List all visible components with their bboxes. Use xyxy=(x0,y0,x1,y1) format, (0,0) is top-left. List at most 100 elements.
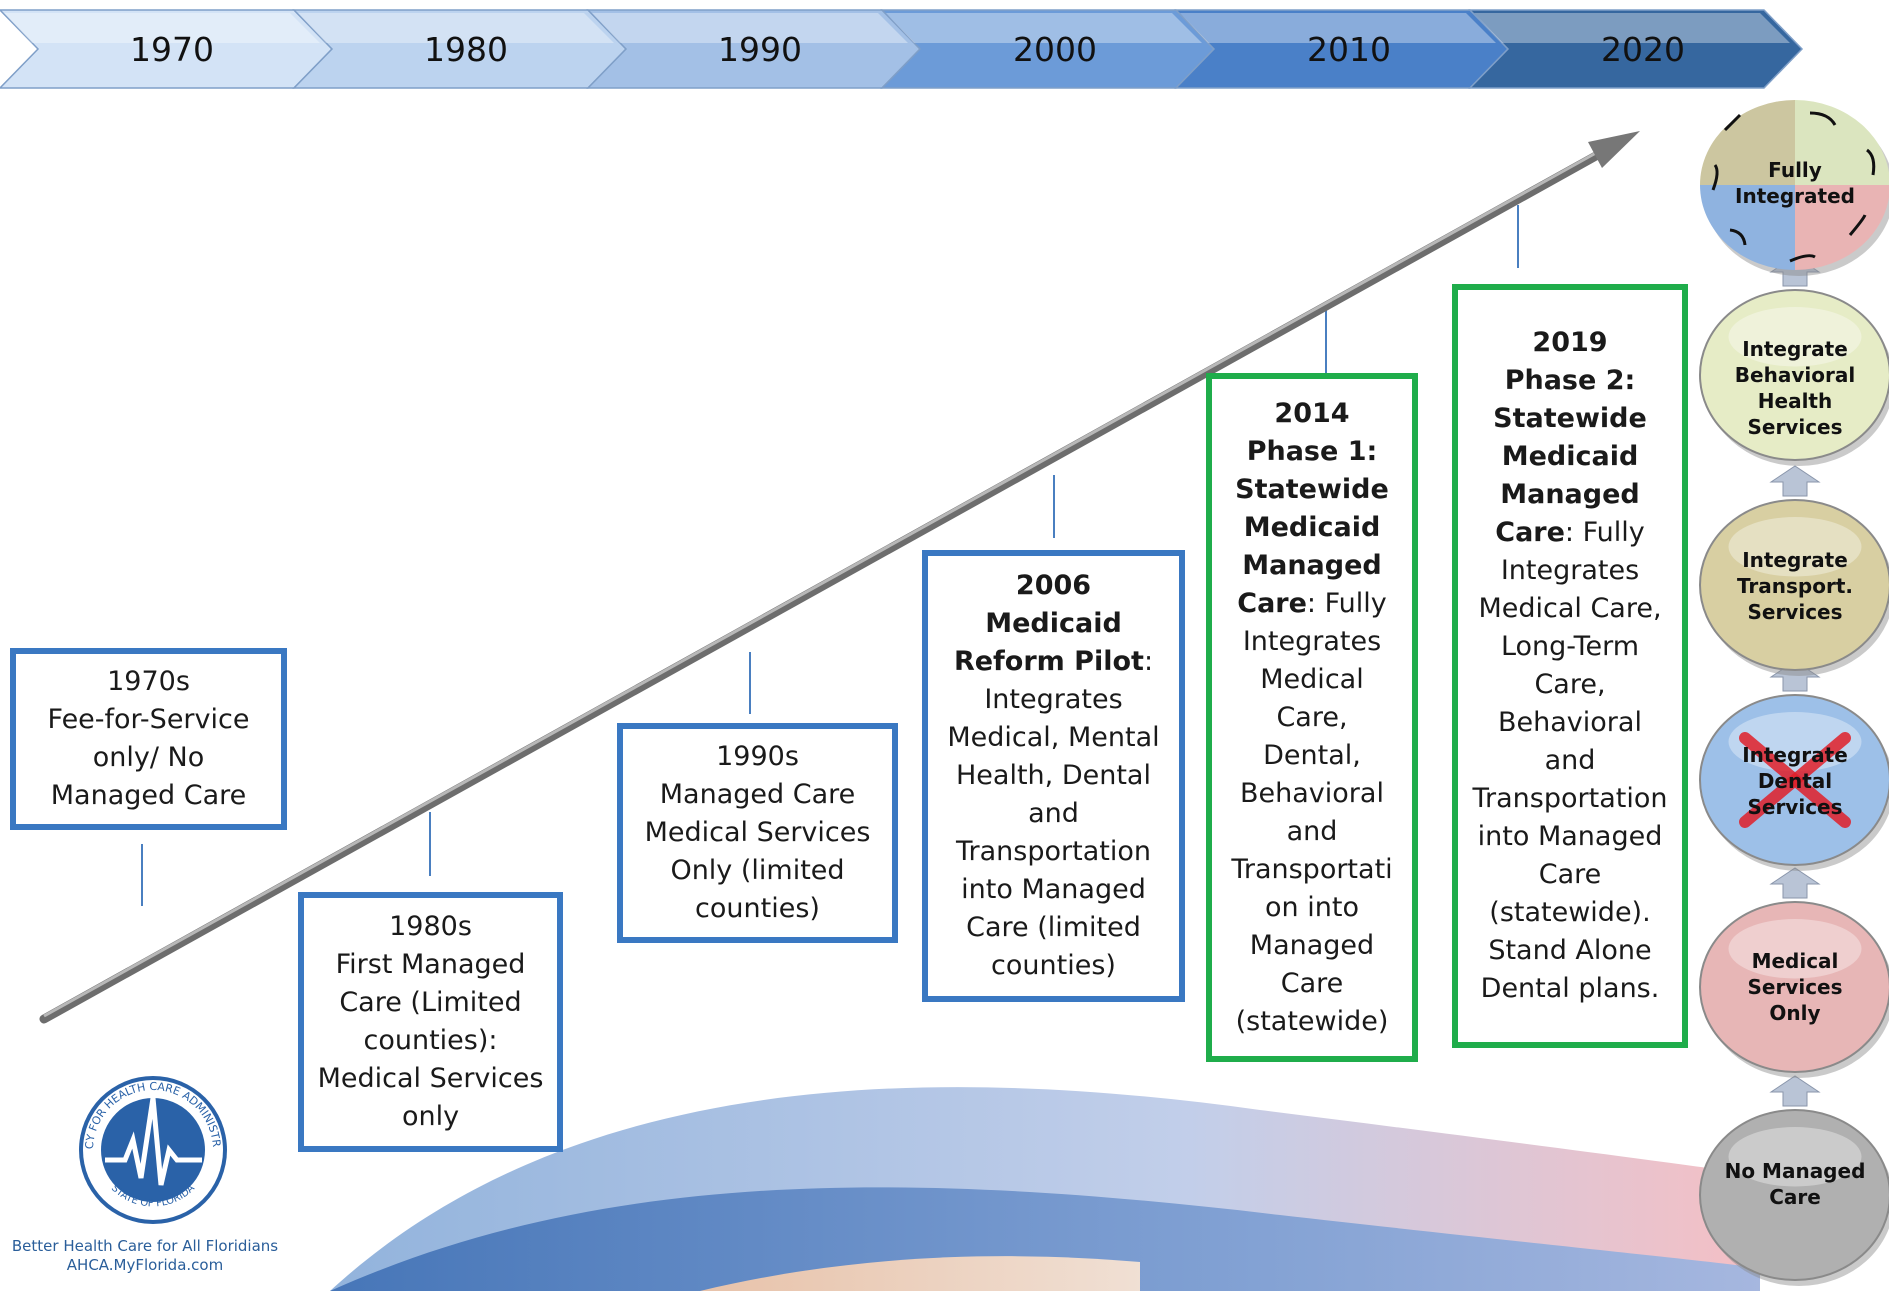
year-1970: 1970 xyxy=(130,30,214,69)
stack-label-no-managed: No Managed Care xyxy=(1724,1159,1866,1209)
milestone-line: (statewide). xyxy=(1489,897,1651,928)
milestone-line: only/ No xyxy=(92,742,205,773)
milestone-line: Phase 1: xyxy=(1247,433,1378,471)
milestone-line: and xyxy=(1544,745,1596,776)
milestone-bold-text: Managed xyxy=(1500,479,1640,510)
swoosh-blue xyxy=(330,1187,1760,1291)
milestone-line: Care, xyxy=(1534,669,1606,700)
stack-label-dental: Integrate Dental Services xyxy=(1742,743,1848,819)
timeline-chevron-highlight xyxy=(1180,13,1496,43)
milestone-line: Dental plans. xyxy=(1480,973,1660,1004)
milestone-line: Transportati xyxy=(1231,853,1393,885)
stack-circle xyxy=(1699,1109,1889,1281)
milestone-bold-text: Reform Pilot xyxy=(953,646,1144,677)
milestone-line: (statewide) xyxy=(1235,1005,1389,1037)
milestone-bold-text: Statewide xyxy=(1493,403,1647,434)
up-arrow-icon xyxy=(1769,1075,1821,1107)
milestone-line: Integrates xyxy=(984,684,1123,715)
milestone-line: Statewide xyxy=(1235,471,1389,509)
growth-arrow xyxy=(39,131,1640,1024)
stack-circle-highlight xyxy=(1728,919,1862,979)
timeline-chevron xyxy=(1468,9,1804,89)
milestone-line: Care xyxy=(1538,859,1602,890)
milestone-line: only xyxy=(401,1101,460,1132)
milestone-bold-text: 2019 xyxy=(1532,327,1608,358)
cycle-arrow-icon xyxy=(1723,113,1742,132)
up-arrow-icon xyxy=(1769,465,1821,497)
milestone-bold-text: 2006 xyxy=(1015,570,1092,601)
milestone-line: Medical Care, xyxy=(1478,593,1662,624)
stack-label-behavioral: Integrate Behavioral Health Services xyxy=(1734,337,1856,439)
timeline-chevrons xyxy=(0,9,1804,89)
milestone-line: counties) xyxy=(695,893,820,924)
milestone-line: Care xyxy=(1280,967,1344,999)
stack-up-arrows xyxy=(1769,255,1821,1107)
milestone-line: Long-Term xyxy=(1500,631,1640,662)
year-1980: 1980 xyxy=(424,30,508,69)
year-1990: 1990 xyxy=(718,30,802,69)
milestone-line: Medical xyxy=(1260,663,1364,695)
milestone-line: Medicaid xyxy=(1502,438,1639,476)
milestone-line: Behavioral xyxy=(1240,777,1384,809)
milestone-line: Care, xyxy=(1276,701,1348,733)
milestone-bold-text: Care xyxy=(1237,587,1307,619)
timeline-chevron-highlight xyxy=(1474,13,1790,43)
timeline-chevron-highlight xyxy=(592,13,908,43)
stack-circle-highlight xyxy=(1728,517,1862,577)
swoosh-orange xyxy=(700,1256,1140,1291)
timeline-chevron-highlight xyxy=(4,13,320,43)
milestone-bold-text: Managed xyxy=(1242,549,1382,581)
milestone-line: Care: Fully xyxy=(1495,517,1645,548)
milestone-line: Integrates xyxy=(1500,555,1640,586)
ahca-logo: AGENCY FOR HEALTH CARE ADMINISTRATION ST… xyxy=(0,0,227,1224)
cycle-arrow-icon xyxy=(1789,254,1816,263)
milestone-bold-text: Medicaid xyxy=(1501,441,1639,472)
milestone-bold-text: Statewide xyxy=(1235,473,1389,505)
fully-integrated-quadrant xyxy=(1795,100,1889,185)
timeline-chevron-highlight xyxy=(298,13,614,43)
milestone-line: Health, Dental xyxy=(956,760,1151,791)
milestone-line: Integrates xyxy=(1242,625,1382,657)
stack-label-transport: Integrate Transport. Services xyxy=(1736,548,1854,624)
logo-tagline: Better Health Care for All Floridians xyxy=(11,1237,279,1255)
milestone-line: Medicaid xyxy=(1244,509,1381,547)
milestone-line: counties) xyxy=(991,950,1116,981)
fully-integrated-quadrant xyxy=(1795,185,1889,270)
milestone-line: 1970s xyxy=(107,666,190,697)
cycle-arrow-icon xyxy=(1809,111,1837,126)
cycle-arrow-icon xyxy=(1711,164,1719,191)
milestone-line: Care: Fully xyxy=(1237,587,1387,619)
cycle-arrow-icon xyxy=(1848,214,1867,236)
milestone-line: 2014 xyxy=(1274,395,1349,433)
milestone-line: Medicaid xyxy=(985,605,1122,643)
logo-url: AHCA.MyFlorida.com xyxy=(66,1256,224,1274)
cycle-arrow-icon xyxy=(1866,148,1876,176)
milestone-line: and xyxy=(1028,798,1079,829)
milestone-line: Transportation xyxy=(956,836,1151,867)
milestone-line: 2006 xyxy=(1016,567,1091,605)
milestone-line: Medical Services xyxy=(644,817,871,848)
milestone-line: Behavioral xyxy=(1498,707,1642,738)
up-arrow-icon xyxy=(1769,867,1821,899)
milestone-bold-text: Care xyxy=(1495,517,1565,548)
milestone-line: Managed xyxy=(1242,547,1382,585)
milestone-line: Managed xyxy=(1500,476,1640,514)
milestone-bold-text: Medicaid xyxy=(1243,511,1381,543)
stack-label-fully-integrated: Fully Integrated xyxy=(1735,158,1855,208)
milestone-line: Fee-for-Service xyxy=(47,704,250,735)
milestone-line: First Managed xyxy=(335,949,526,980)
stack-label-medical: Medical Services Only xyxy=(1747,949,1843,1025)
red-x-icon xyxy=(1739,732,1851,828)
milestone-bold-text: Phase 1: xyxy=(1246,435,1378,467)
milestone-line: counties): xyxy=(363,1025,498,1056)
connector-lines xyxy=(141,205,1519,906)
milestone-line: into Managed xyxy=(1477,821,1663,852)
milestone-line: Phase 2: xyxy=(1505,362,1636,400)
year-2020: 2020 xyxy=(1601,30,1685,69)
milestone-line: Care (Limited xyxy=(339,987,522,1018)
milestone-line: Only (limited xyxy=(670,855,845,886)
